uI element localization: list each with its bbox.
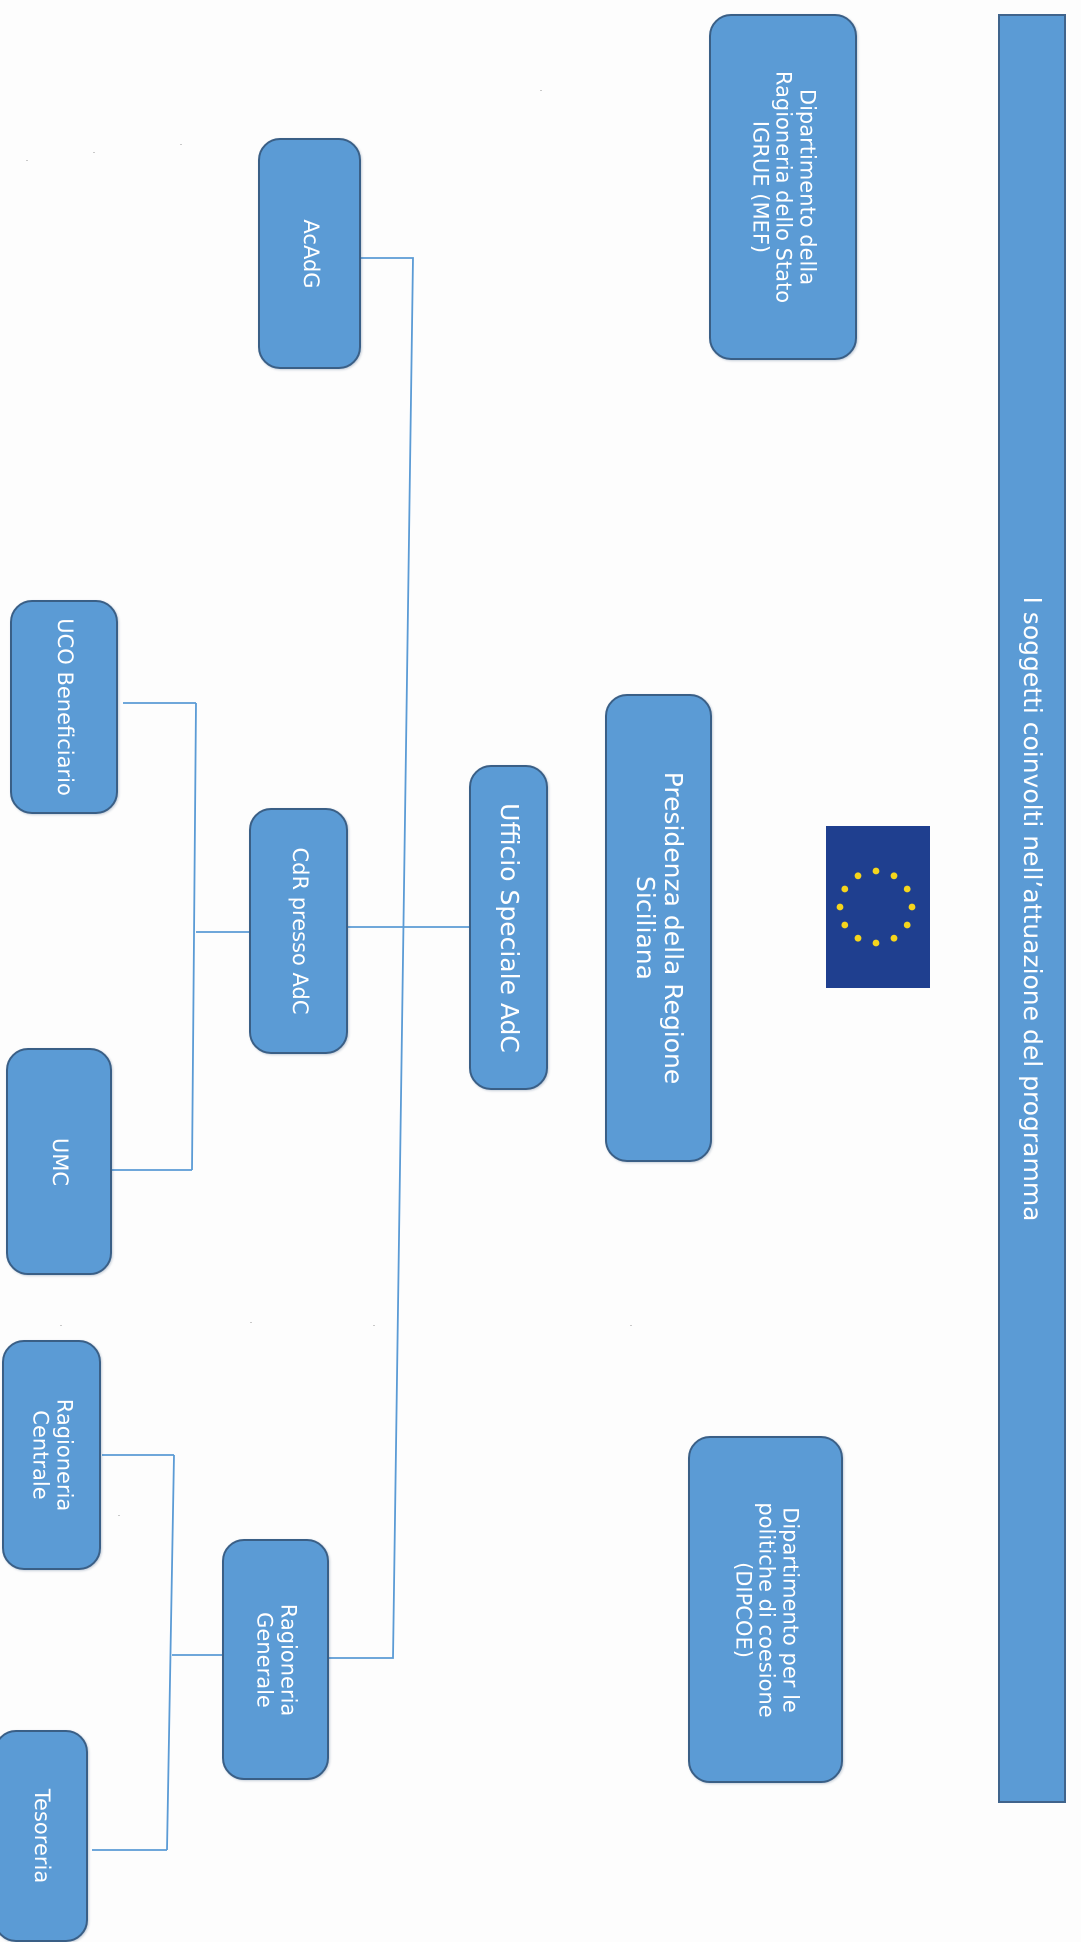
scan-speck (60, 1325, 62, 1326)
scan-speck (93, 152, 95, 153)
scan-speck (540, 90, 542, 91)
node-uco: UCO Beneficiario (10, 600, 118, 814)
connector-trunk-acadg-ragioneria (328, 257, 414, 1659)
node-ufficio-speciale-label: Ufficio Speciale AdC (494, 802, 524, 1053)
node-dipcoe: Dipartimento per le politiche di coesion… (688, 1436, 843, 1783)
node-acadg-label: AcAdG (298, 218, 323, 289)
node-presidenza-label: Presidenza della Regione Siciliana (630, 771, 688, 1085)
diagram-title-banner: I soggetti coinvolti nell’attuazione del… (998, 14, 1066, 1803)
node-ufficio-speciale: Ufficio Speciale AdC (469, 765, 548, 1090)
node-igrue-label: Dipartimento della Ragioneria dello Stat… (748, 70, 820, 304)
node-tesoreria: Tesoreria (0, 1730, 88, 1942)
node-ragioneria-centrale: Ragioneria Centrale (2, 1340, 101, 1570)
node-igrue: Dipartimento della Ragioneria dello Stat… (709, 14, 857, 360)
node-ragioneria-centrale-label: Ragioneria Centrale (28, 1398, 77, 1512)
node-cdr-label: CdR presso AdC (287, 847, 312, 1015)
scan-speck (630, 1325, 632, 1326)
scan-speck (250, 1322, 252, 1323)
scan-speck (118, 1515, 120, 1516)
eu-flag-icon (826, 826, 930, 988)
node-uco-label: UCO Beneficiario (52, 618, 77, 796)
scan-speck (180, 144, 182, 145)
connector-cdr-uco-umc (112, 702, 251, 1171)
diagram-title: I soggetti coinvolti nell’attuazione del… (1018, 595, 1047, 1222)
node-tesoreria-label: Tesoreria (29, 1788, 54, 1884)
node-ragioneria-generale: Ragioneria Generale (222, 1539, 329, 1780)
connector-ragioneria-centrale-tesoreria (92, 1454, 224, 1851)
node-dipcoe-label: Dipartimento per le politiche di coesion… (730, 1501, 802, 1718)
scan-speck (373, 1325, 375, 1326)
node-umc-label: UMC (47, 1137, 72, 1186)
node-umc: UMC (6, 1048, 112, 1275)
scan-speck (26, 160, 28, 161)
node-presidenza: Presidenza della Regione Siciliana (605, 694, 712, 1162)
node-acadg: AcAdG (258, 138, 361, 369)
node-ragioneria-generale-label: Ragioneria Generale (252, 1603, 301, 1716)
node-cdr: CdR presso AdC (249, 808, 348, 1054)
